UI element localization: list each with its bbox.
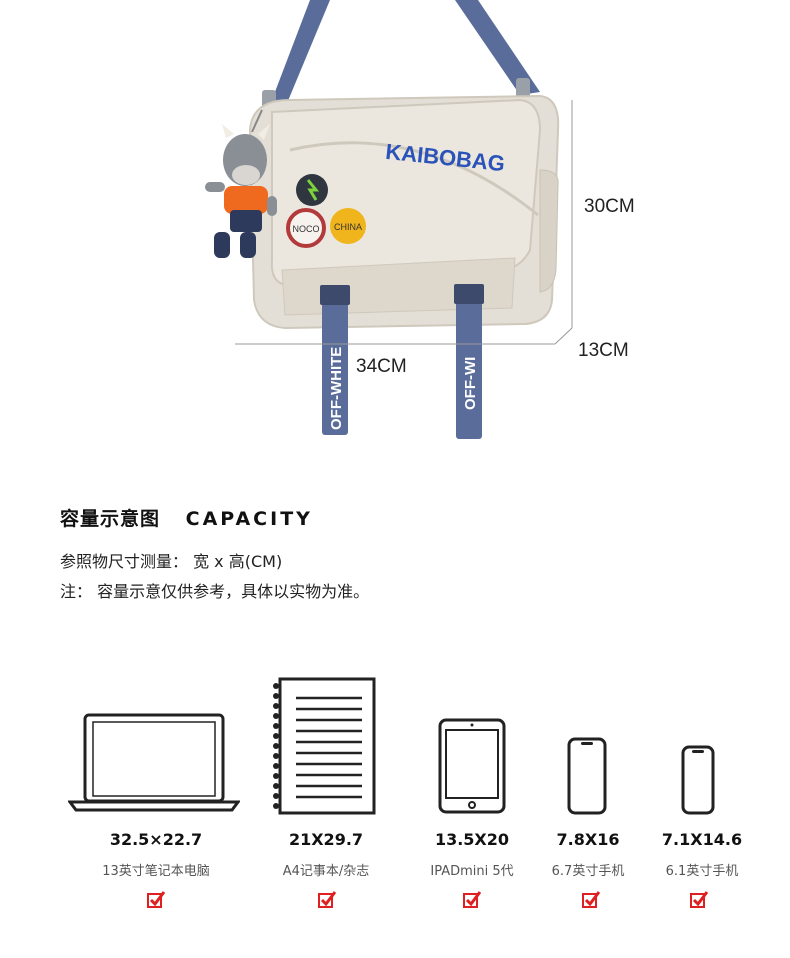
device-size-3: 13.5X20 <box>434 830 510 849</box>
device-name-3: IPADmini 5代 <box>430 864 514 879</box>
phone-icon-large <box>567 737 607 815</box>
svg-text:OFF-WHITE: OFF-WHITE <box>328 347 345 430</box>
disclaimer-note: 注： 容量示意仅供参考，具体以实物为准。 <box>60 582 370 601</box>
device-size-5: 7.1X14.6 <box>661 830 743 849</box>
check-icon <box>147 891 165 908</box>
device-size-4: 7.8X16 <box>556 830 620 849</box>
svg-text:CHINA: CHINA <box>334 222 362 232</box>
device-size-2: 21X29.7 <box>288 830 364 849</box>
check-icon <box>690 891 708 908</box>
measure-note: 参照物尺寸测量： 宽 x 高(CM) <box>60 552 283 571</box>
height-label: 30CM <box>584 196 635 217</box>
check-icon <box>463 891 481 908</box>
tablet-icon <box>438 718 506 814</box>
device-size-1: 32.5×22.7 <box>109 830 203 849</box>
depth-label: 13CM <box>578 340 629 361</box>
notebook-icon <box>273 677 376 815</box>
badge-china <box>330 208 366 244</box>
svg-text:OFF-WI: OFF-WI <box>462 357 479 410</box>
shoulder-strap-right <box>455 0 540 95</box>
width-label: 34CM <box>356 356 407 377</box>
svg-text:NOCO: NOCO <box>293 224 320 234</box>
capacity-heading: 容量示意图 CAPACITY <box>60 504 313 531</box>
shoulder-strap-left <box>270 0 330 108</box>
bag-illustration: KAIBOBAG NOCO CHINA OFF-WHITE OFF-WI <box>205 0 573 439</box>
badge-noco <box>286 208 326 248</box>
device-name-2: A4记事本/杂志 <box>282 864 370 879</box>
front-strap-left <box>322 285 348 435</box>
phone-icon-small <box>681 745 715 815</box>
laptop-icon <box>68 713 240 812</box>
device-name-5: 6.1英寸手机 <box>665 864 739 879</box>
cow-keychain <box>205 109 277 258</box>
front-strap-right <box>456 284 482 439</box>
device-name-4: 6.7英寸手机 <box>551 864 625 879</box>
product-image: KAIBOBAG NOCO CHINA OFF-WHITE OFF-WI <box>0 0 790 460</box>
check-icon <box>318 891 336 908</box>
check-icon <box>582 891 600 908</box>
capacity-title-cn: 容量示意图 <box>60 508 161 530</box>
capacity-title-en: CAPACITY <box>185 508 313 530</box>
device-name-1: 13英寸笔记本电脑 <box>102 864 210 879</box>
depth-dim-line <box>554 327 573 345</box>
